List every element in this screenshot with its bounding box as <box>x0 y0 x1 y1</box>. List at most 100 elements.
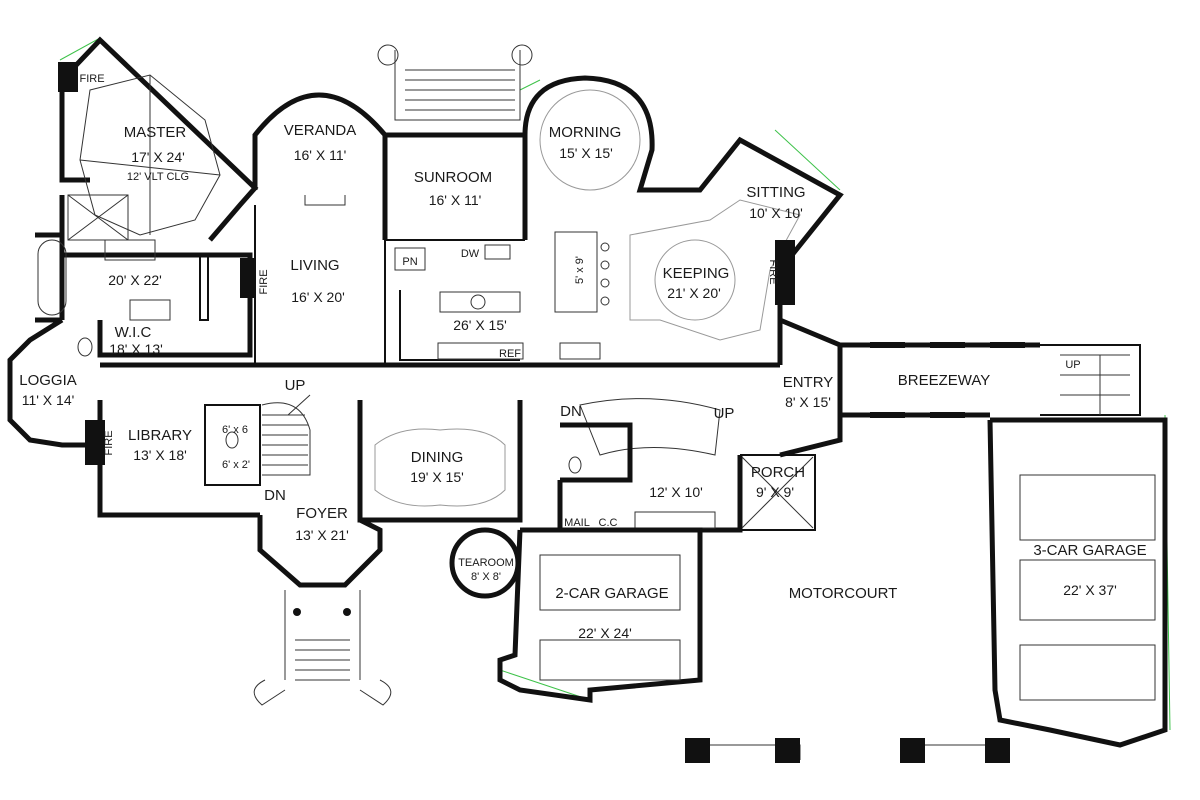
dining-dim: 19' X 15' <box>410 469 464 485</box>
breezeway-name: BREEZEWAY <box>898 372 991 389</box>
dining-name: DINING <box>411 449 464 466</box>
cooktop <box>470 294 486 310</box>
morning-name: MORNING <box>549 124 622 141</box>
veranda-dim: 16' X 11' <box>294 147 347 163</box>
porch-wall <box>740 454 816 531</box>
morning-dim: 15' X 15' <box>559 145 613 161</box>
wic-name: W.I.C <box>115 324 152 341</box>
porch-cross <box>741 456 814 529</box>
entry-name: ENTRY <box>783 374 834 391</box>
kitchen-cooktop-counter <box>439 291 521 313</box>
closet2-dim: 6' x 2' <box>222 459 250 471</box>
kitchen-dim: 26' X 15' <box>453 317 507 333</box>
morning-rug <box>539 89 641 191</box>
tearoom-name: TEAROOM <box>458 557 514 569</box>
kitchen-island <box>554 231 598 313</box>
stair-dn-label: DN <box>264 487 286 504</box>
keeping-name: KEEPING <box>663 265 730 282</box>
service-up-label: UP <box>714 405 735 422</box>
keeping-rug <box>629 199 801 341</box>
master-fire-label: FIRE <box>79 73 104 85</box>
stool-1 <box>600 242 610 252</box>
garage3-bay-1 <box>1019 474 1156 541</box>
shower-cross <box>67 194 129 241</box>
utility-wall <box>557 422 743 533</box>
garage3-name: 3-CAR GARAGE <box>1033 542 1146 559</box>
shower <box>67 194 129 241</box>
entry-dim: 8' X 15' <box>785 394 831 410</box>
veranda-name: VERANDA <box>284 122 357 139</box>
loggia-wall <box>7 317 100 448</box>
vanity-bottom <box>129 299 171 321</box>
living-dim: 16' X 20' <box>291 289 345 305</box>
sitting-dim: 10' X 10' <box>749 205 803 221</box>
bath-divider <box>199 254 209 321</box>
powder-toilet <box>225 431 239 449</box>
keeping-fireplace <box>775 240 795 305</box>
vanity-top <box>104 239 156 261</box>
porch-dim: 9' X 9' <box>756 484 794 500</box>
dw-label: DW <box>461 248 480 260</box>
column-2 <box>343 608 351 616</box>
island-dim: 5' x 9' <box>574 256 586 284</box>
library-fireplace <box>85 420 105 465</box>
pantry <box>394 247 426 271</box>
sunroom-wall <box>382 132 528 240</box>
service-stair <box>579 398 721 456</box>
loggia-name: LOGGIA <box>19 372 77 389</box>
library-fire-label: FIRE <box>103 430 115 455</box>
rear-steps <box>394 50 521 121</box>
sunroom-dim: 16' X 11' <box>429 192 482 208</box>
morning-wall <box>522 75 844 365</box>
breezeway-windows <box>870 342 1025 418</box>
front-steps <box>284 590 361 681</box>
closets <box>204 404 261 486</box>
library-dim: 13' X 18' <box>133 447 187 463</box>
rear-step-left-cap <box>377 44 399 66</box>
utility-counter <box>634 511 716 529</box>
cc-label: C.C <box>599 517 618 529</box>
column-1 <box>293 608 301 616</box>
master-name: MASTER <box>124 124 187 141</box>
wic-toilet <box>77 337 93 357</box>
veranda-door <box>304 195 346 206</box>
garage3-dim: 22' X 37' <box>1063 582 1117 598</box>
porch-name: PORCH <box>751 464 805 481</box>
garage2-dim: 22' X 24' <box>578 625 632 641</box>
garage-stair-wall <box>1040 344 1141 416</box>
garage3-bay-3 <box>1019 644 1156 701</box>
master-note: 12' VLT CLG <box>127 171 189 183</box>
bath-fireplace <box>240 258 256 298</box>
tearoom-dim: 8' X 8' <box>471 571 501 583</box>
foyer-dim: 13' X 21' <box>295 527 349 543</box>
dining-rug <box>374 428 506 507</box>
master-bath-wall <box>35 195 253 358</box>
sink-counter <box>559 342 601 360</box>
sunroom-name: SUNROOM <box>414 169 492 186</box>
garage-stair <box>1060 354 1130 415</box>
motorcourt-pier-2 <box>775 738 800 763</box>
living-wall <box>254 205 385 366</box>
garage2-name: 2-CAR GARAGE <box>555 585 668 602</box>
garage-stair-up-label: UP <box>1065 359 1080 371</box>
loggia-dim: 11' X 14' <box>22 392 75 408</box>
garage2-bay-2 <box>539 639 681 681</box>
utility-dim: 12' X 10' <box>649 484 703 500</box>
motorcourt-pier-1 <box>685 738 710 763</box>
living-fire-label: FIRE <box>258 269 270 294</box>
master-ceiling-lines <box>79 74 221 236</box>
pantry-label: PN <box>402 256 417 268</box>
stool-4 <box>600 296 610 306</box>
library-name: LIBRARY <box>128 427 192 444</box>
keeping-dim: 21' X 20' <box>667 285 721 301</box>
motorcourt-pier-3 <box>900 738 925 763</box>
garage3-bay-2 <box>1019 559 1156 621</box>
ref-counter <box>437 342 524 360</box>
stair-up-label: UP <box>285 377 306 394</box>
kitchen-wall <box>384 239 525 365</box>
closet1-dim: 6' x 6 <box>222 424 248 436</box>
stool-2 <box>600 260 610 270</box>
utility-toilet <box>568 456 582 474</box>
ref-label: REF <box>499 348 521 360</box>
